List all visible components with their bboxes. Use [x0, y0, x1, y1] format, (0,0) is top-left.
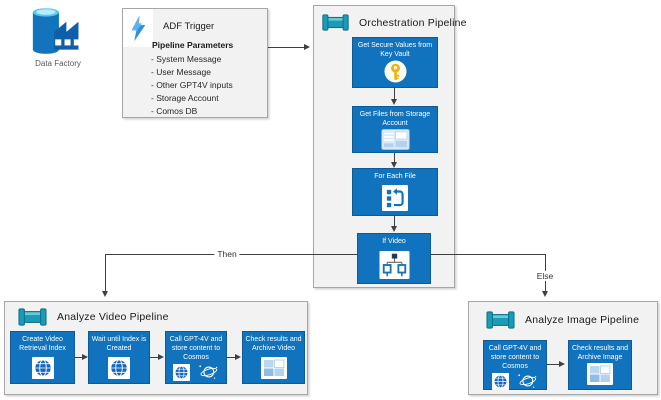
- web-activity-icon: [173, 364, 190, 381]
- arrowhead: [391, 162, 397, 168]
- arrowhead: [542, 291, 548, 297]
- step-label: If Video: [382, 238, 406, 245]
- arrowhead: [391, 226, 397, 232]
- parameter-item: - Other GPT4V inputs: [151, 80, 233, 90]
- step-label: Check results and Archive Image: [571, 345, 629, 362]
- arrowhead: [82, 353, 88, 360]
- analyze-image-pipeline-title: Analyze Image Pipeline: [525, 314, 640, 326]
- arrowhead: [102, 291, 108, 297]
- cosmosdb-icon: [197, 363, 219, 381]
- pipeline-icon: [322, 14, 349, 31]
- arrowhead: [235, 353, 241, 360]
- archive-table-icon: [261, 357, 287, 379]
- connector: [394, 216, 395, 228]
- step-label: Get Files from Storage Account: [359, 111, 431, 128]
- step-archive-video: Check results and Archive Video: [242, 331, 305, 384]
- orchestration-pipeline-title: Orchestration Pipeline: [359, 16, 467, 29]
- step-create-video-index: Create Video Retrieval Index: [10, 331, 75, 384]
- pipeline-parameters-heading: Pipeline Parameters: [152, 40, 234, 50]
- connector-else: [431, 254, 545, 255]
- archive-table-icon: [587, 363, 613, 385]
- connector: [547, 364, 563, 365]
- arrowhead: [559, 360, 565, 367]
- data-factory-icon: [14, 4, 102, 58]
- analyze-video-pipeline-title: Analyze Video Pipeline: [57, 311, 169, 323]
- else-label: Else: [533, 270, 557, 282]
- storage-account-icon: [381, 129, 410, 150]
- parameter-item: - Comos DB: [151, 106, 198, 116]
- step-call-gpt4v-video: Call GPT-4V and store content to Cosmos: [165, 331, 227, 384]
- step-label: Get Secure Values from Key Vault: [357, 42, 433, 59]
- lightning-trigger-icon: [123, 9, 153, 47]
- web-activity-icon: [32, 357, 54, 379]
- connector: [75, 357, 85, 358]
- step-label: Call GPT-4V and store content to Cosmos: [488, 345, 542, 371]
- data-factory-node: Data Factory: [14, 4, 102, 68]
- parameter-item: - Storage Account: [151, 93, 219, 103]
- then-label: Then: [214, 248, 240, 260]
- step-label: Create Video Retrieval Index: [19, 336, 66, 353]
- step-get-secure-values: Get Secure Values from Key Vault: [352, 37, 438, 88]
- step-archive-image: Check results and Archive Image: [568, 340, 632, 390]
- arrowhead: [158, 353, 164, 360]
- if-condition-icon: [379, 251, 410, 279]
- cosmosdb-icon: [516, 372, 538, 390]
- step-label: Call GPT-4V and store content to Cosmos: [169, 336, 223, 362]
- connector: [150, 357, 162, 358]
- step-label: Wait until Index is Created: [91, 336, 147, 353]
- adf-trigger-box: ADF Trigger Pipeline Parameters - System…: [122, 8, 268, 118]
- data-factory-label: Data Factory: [35, 59, 81, 68]
- parameter-item: - System Message: [151, 54, 222, 64]
- trigger-title: ADF Trigger: [163, 21, 215, 32]
- pipeline-icon: [18, 308, 47, 326]
- step-if-video: If Video: [357, 233, 431, 284]
- pipeline-parameters-list: - System Message - User Message - Other …: [151, 53, 233, 118]
- web-activity-icon: [492, 373, 509, 390]
- arrowhead: [304, 43, 310, 50]
- key-vault-icon: [384, 60, 407, 83]
- connector-then: [105, 254, 106, 292]
- step-get-files: Get Files from Storage Account: [352, 106, 438, 153]
- foreach-icon: [382, 185, 408, 211]
- step-call-gpt4v-image: Call GPT-4V and store content to Cosmos: [483, 340, 547, 390]
- connector: [394, 88, 395, 101]
- step-label: For Each File: [374, 173, 416, 180]
- step-label: Check results and Archive Video: [245, 336, 302, 353]
- step-wait-until-index: Wait until Index is Created: [88, 331, 150, 384]
- connector-trigger-to-orchestration: [268, 47, 306, 48]
- step-for-each-file: For Each File: [352, 168, 438, 216]
- web-activity-icon: [108, 357, 130, 379]
- parameter-item: - User Message: [151, 67, 211, 77]
- arrowhead: [391, 99, 397, 105]
- connector: [394, 153, 395, 164]
- connector: [227, 357, 239, 358]
- pipeline-icon: [486, 311, 515, 329]
